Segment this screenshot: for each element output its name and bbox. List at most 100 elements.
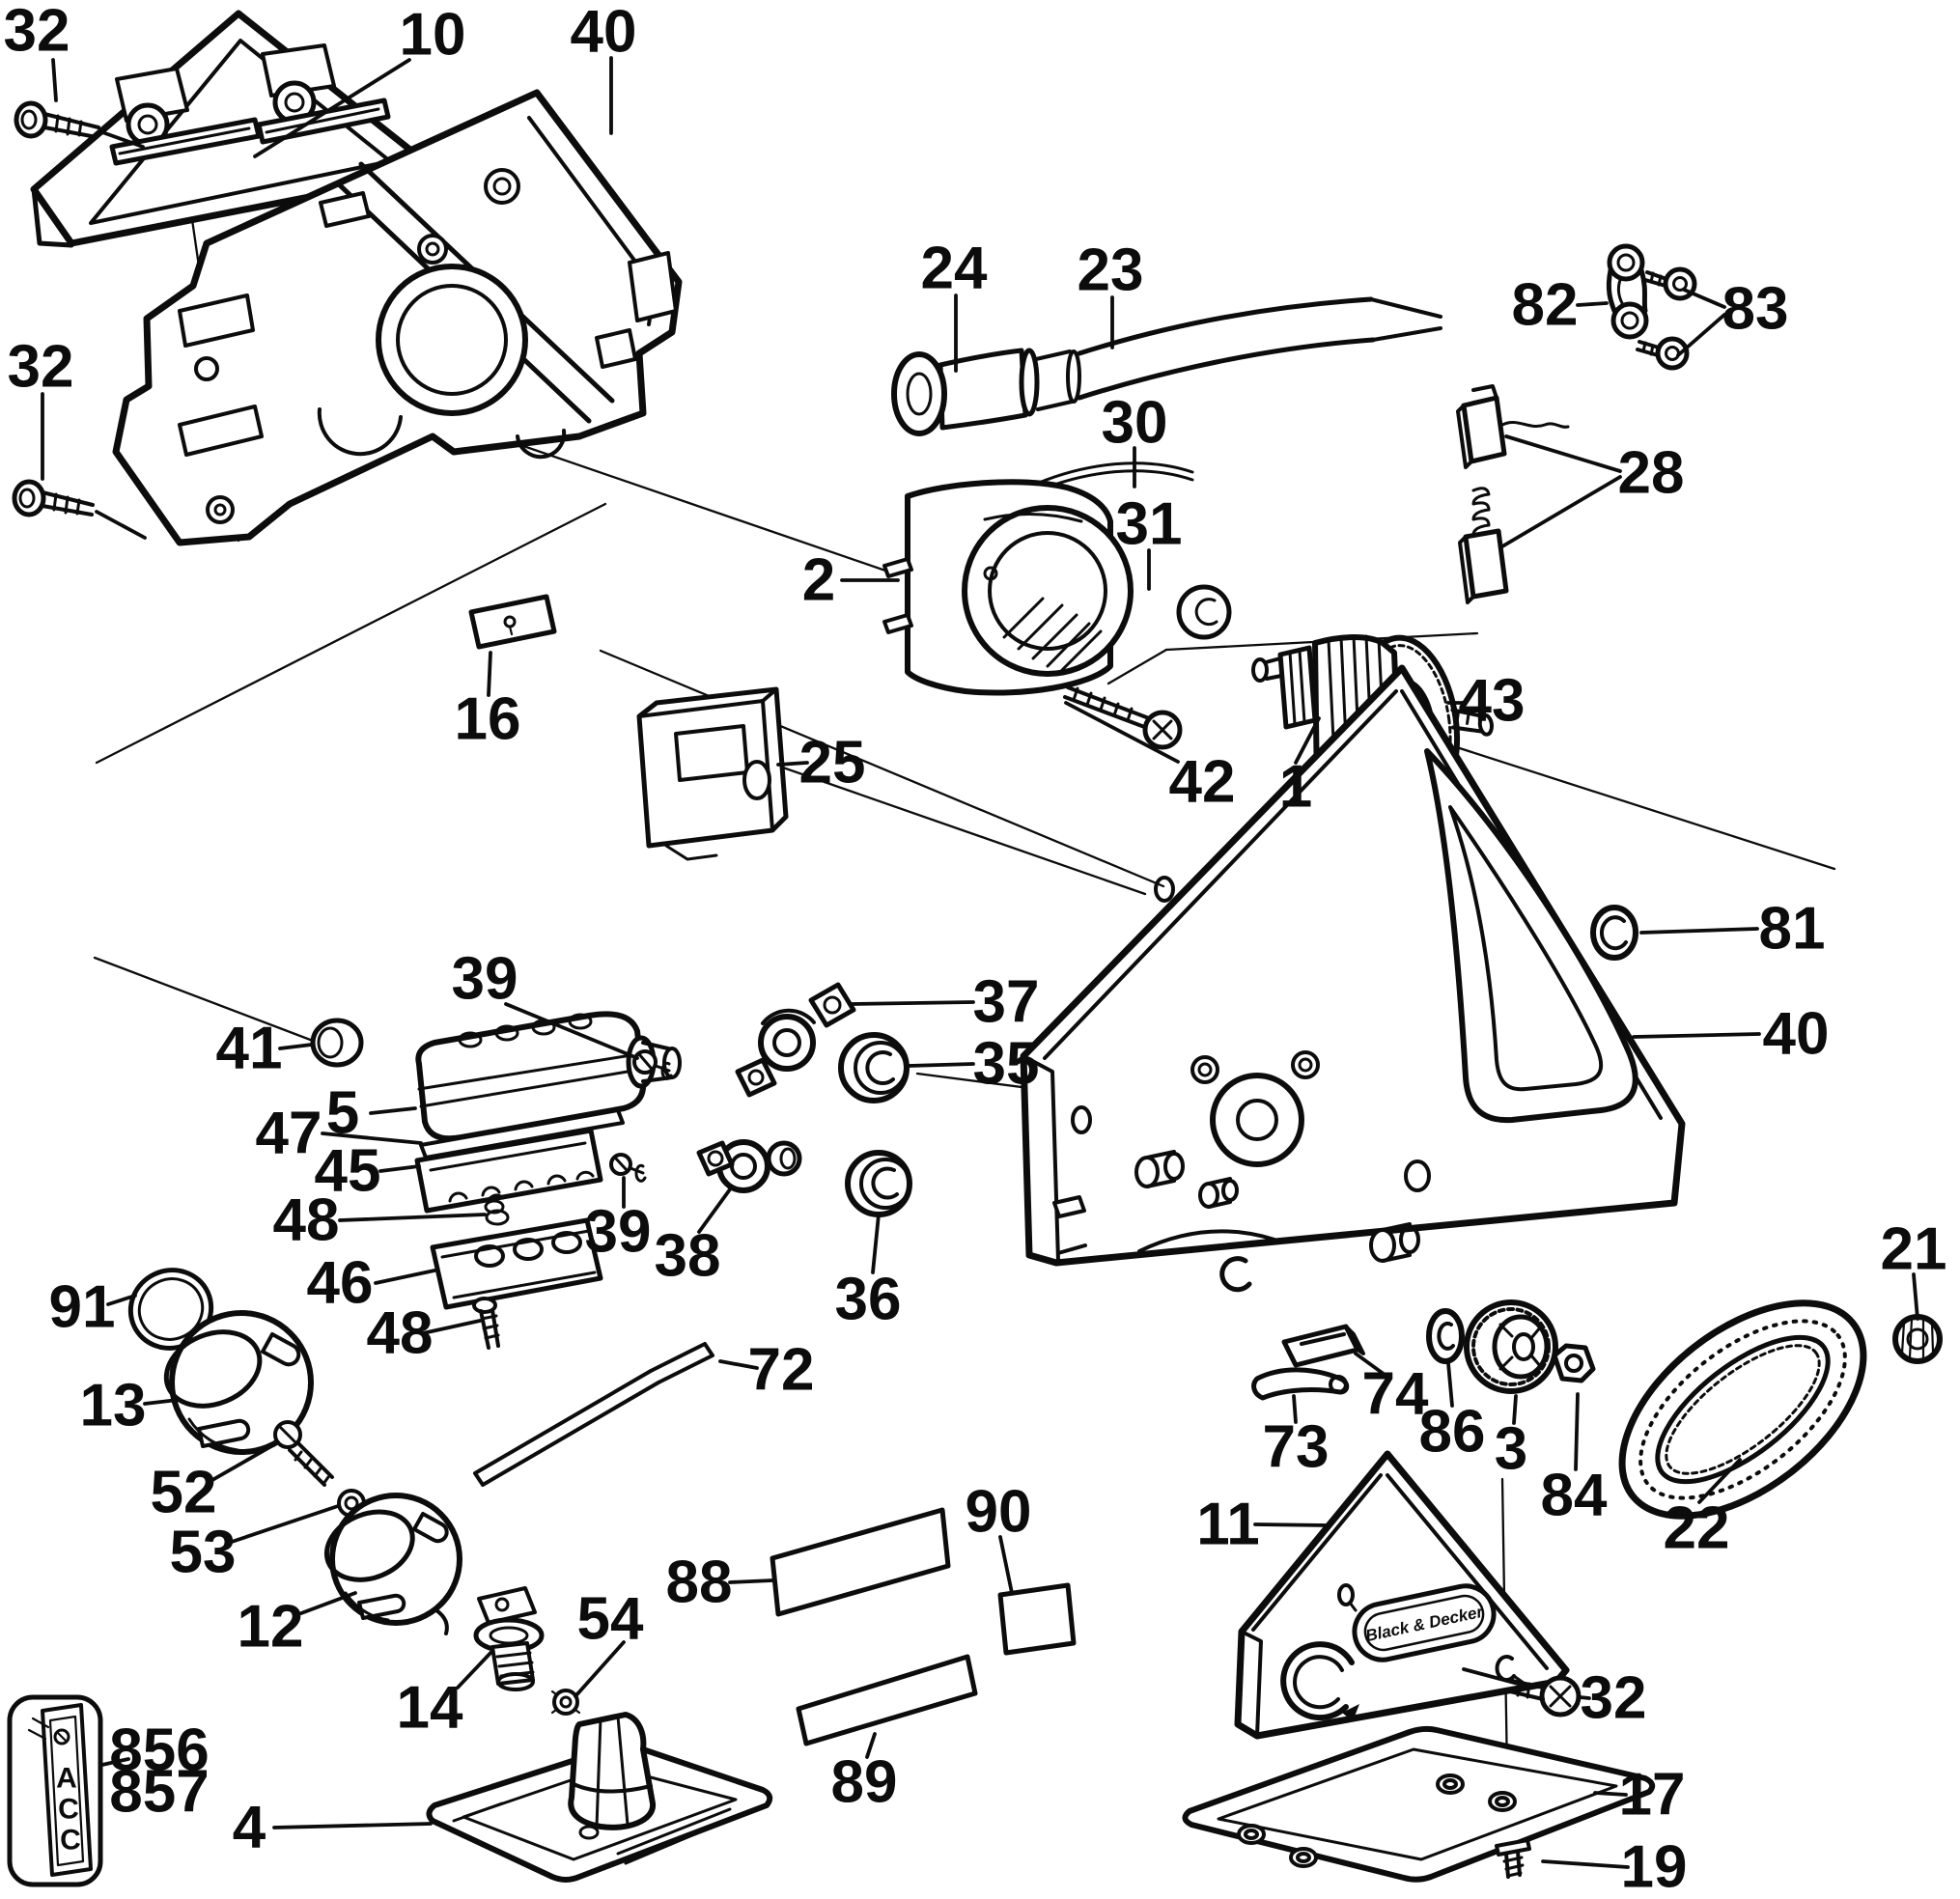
part-47-blade-art — [419, 1108, 625, 1159]
line-art-shape — [808, 982, 856, 1028]
part-label-856: 856 — [109, 1717, 209, 1784]
line-art-shape — [1291, 1050, 1320, 1079]
leader-line — [574, 1640, 626, 1698]
leader-line — [1676, 313, 1726, 357]
line-art-shape — [1280, 1641, 1355, 1721]
line-art-shape — [48, 1715, 85, 1867]
line-art-shape — [747, 1069, 765, 1086]
line-art-shape — [649, 1342, 714, 1384]
line-art-shape — [1643, 270, 1668, 288]
line-art-shape — [1672, 276, 1688, 292]
part-label-40: 40 — [1763, 1001, 1830, 1068]
line-art-shape — [261, 43, 336, 98]
line-art-shape — [1056, 1243, 1087, 1255]
part-label-45: 45 — [315, 1138, 381, 1205]
line-art-shape — [1610, 301, 1649, 340]
part-23-cable-art — [1077, 296, 1442, 401]
leader-line — [1446, 1361, 1454, 1408]
line-art-shape — [1197, 1062, 1213, 1077]
line-art-shape — [983, 566, 998, 581]
part-label-48: 48 — [367, 1300, 434, 1367]
part-28-brushes-art — [1456, 384, 1570, 604]
part-36-bearing-art — [845, 1150, 912, 1217]
line-art-shape — [1194, 598, 1218, 627]
line-art-shape — [1210, 1073, 1304, 1167]
line-art-shape — [1498, 1323, 1543, 1371]
line-art-shape — [137, 1277, 205, 1341]
line-art-shape — [317, 407, 403, 457]
line-art-shape — [572, 1782, 653, 1794]
part-label-19: 19 — [1621, 1834, 1688, 1899]
leader-line — [504, 1002, 639, 1060]
leader-line — [106, 1294, 137, 1306]
line-art-shape — [1066, 349, 1081, 404]
line-art-shape — [495, 1651, 535, 1678]
line-art-shape — [489, 1626, 529, 1645]
line-art-shape — [1426, 1308, 1465, 1364]
line-art-shape — [1900, 1317, 1935, 1359]
line-art-shape — [53, 1728, 70, 1745]
line-art-shape — [1638, 1319, 1847, 1500]
line-art-shape — [494, 1597, 510, 1612]
line-art-shape — [568, 1013, 593, 1030]
line-art-shape — [1477, 712, 1494, 737]
line-art-shape — [1458, 535, 1475, 604]
line-art-shape — [1251, 657, 1269, 683]
line-art-shape — [513, 1238, 544, 1261]
line-art-shape — [357, 1593, 406, 1620]
part-label-35: 35 — [973, 1031, 1040, 1098]
part-label-81: 81 — [1759, 896, 1826, 963]
part-86-washer-art — [1426, 1308, 1465, 1364]
line-art-shape — [1002, 597, 1103, 672]
part-label-25: 25 — [799, 730, 866, 796]
part-48-screw-art — [472, 1297, 500, 1350]
part-13-knob-art — [163, 1310, 314, 1455]
line-art-shape — [1145, 1150, 1176, 1188]
line-art-shape — [1219, 1256, 1252, 1293]
line-art-shape — [52, 492, 81, 516]
line-art-shape — [1606, 267, 1648, 314]
line-art-shape — [634, 1163, 647, 1183]
part-48-spring-screw-art — [484, 1193, 510, 1226]
part-label-12: 12 — [238, 1594, 304, 1661]
leader-line — [1912, 1272, 1919, 1321]
line-art-shape — [628, 251, 678, 322]
construction-line — [599, 649, 1165, 888]
line-art-shape — [484, 1193, 510, 1226]
part-72-hex-key-art — [473, 1342, 714, 1487]
leader-line — [1512, 1394, 1518, 1425]
line-art-shape — [1022, 1054, 1060, 1263]
leader-line — [100, 1757, 130, 1767]
part-label-73: 73 — [1263, 1414, 1330, 1481]
line-art-shape — [1137, 1229, 1276, 1253]
part-label-88: 88 — [666, 1550, 733, 1616]
leader-line — [907, 1062, 975, 1068]
accessory-letter-3: C — [60, 1825, 81, 1857]
line-art-shape — [481, 1186, 501, 1197]
line-art-shape — [1163, 1152, 1185, 1181]
leader-line — [378, 1164, 421, 1173]
part-label-39: 39 — [452, 946, 518, 1013]
line-art-shape — [206, 495, 235, 524]
line-art-shape — [344, 1495, 359, 1511]
line-art-shape — [448, 1170, 595, 1203]
part-label-40: 40 — [571, 0, 637, 66]
line-art-shape — [194, 356, 219, 381]
line-art-shape — [1461, 395, 1507, 464]
leader-line — [253, 58, 411, 158]
line-art-shape — [1424, 748, 1638, 1124]
line-art-shape — [484, 1199, 505, 1215]
part-label-46: 46 — [307, 1250, 374, 1317]
line-art-shape — [1134, 1156, 1160, 1188]
part-label-41: 41 — [216, 1016, 283, 1082]
line-art-shape — [452, 1801, 738, 1865]
leader-line — [1576, 301, 1609, 307]
leader-line — [871, 1213, 881, 1274]
line-art-shape — [1455, 710, 1470, 725]
part-39-screws-art — [609, 1049, 673, 1183]
line-art-shape — [284, 92, 305, 113]
part-42-screw-art — [1063, 685, 1183, 750]
part-4-shoe-art — [426, 1712, 773, 1883]
leader-line — [210, 1440, 280, 1482]
line-art-shape — [1071, 1105, 1092, 1134]
